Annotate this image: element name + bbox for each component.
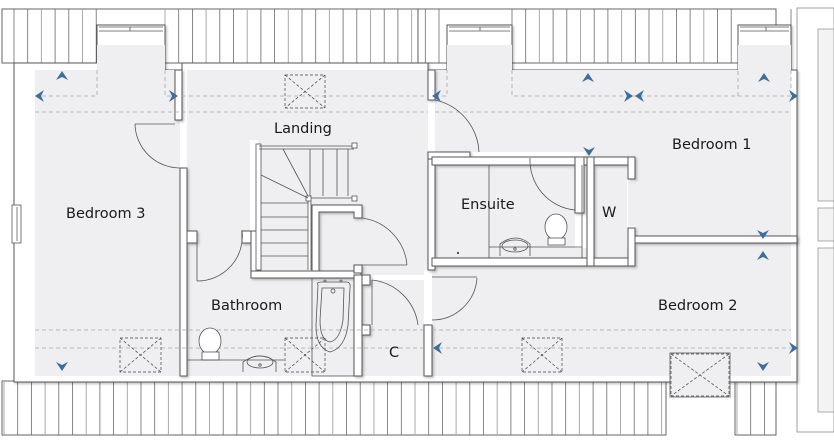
dimension-arrow-icon [757, 230, 769, 239]
dimension-arrow-icon [582, 73, 594, 82]
headroom-lines [35, 70, 792, 349]
skylights [119, 74, 731, 398]
dimension-arrow-icon [789, 90, 798, 102]
skylight-icon [284, 74, 326, 109]
windows [11, 26, 789, 244]
room-label-cupboard: C [389, 345, 399, 361]
dimension-arrow-icon [169, 90, 178, 102]
basin-icon [187, 355, 284, 372]
roof-bottom [1, 380, 777, 436]
dimension-arrows [35, 71, 798, 371]
room-label-bedroom-3: Bedroom 3 [66, 206, 145, 222]
skylight-icon [284, 337, 326, 373]
toilet-icon [198, 327, 222, 361]
dimension-arrow-icon [583, 147, 595, 156]
dimension-arrow-icon [789, 342, 798, 354]
skylight-icon [669, 352, 731, 398]
bath-icon [311, 277, 355, 377]
dimension-arrow-icon [758, 73, 770, 82]
neighbour-wall [796, 7, 834, 433]
stairs-icon [255, 142, 358, 271]
skylight-icon [521, 337, 563, 373]
skylight-icon [119, 337, 162, 373]
dimension-arrow-icon [35, 90, 44, 102]
room-label-bedroom-1: Bedroom 1 [672, 137, 751, 153]
internal-walls [174, 69, 798, 377]
room-label-bedroom-2: Bedroom 2 [658, 298, 737, 314]
doors [134, 99, 576, 326]
room-label-ensuite: Ensuite [461, 197, 515, 213]
room-label-wardrobe: W [602, 205, 616, 221]
room-labels: Bedroom 3 Landing Bedroom 1 Ensuite W Ba… [66, 121, 751, 361]
toilet-icon [544, 213, 568, 246]
dimension-arrow-icon [635, 90, 644, 102]
dimension-arrow-icon [624, 90, 633, 102]
dimension-arrow-icon [757, 362, 769, 371]
dimension-arrow-icon [433, 342, 442, 354]
dimension-arrow-icon [432, 90, 441, 102]
basin-icon [499, 237, 531, 256]
ensuite-fixtures [456, 165, 583, 258]
room-label-bathroom: Bathroom [211, 298, 282, 314]
dimension-arrow-icon [757, 251, 769, 260]
floor-areas [35, 45, 791, 376]
room-label-landing: Landing [274, 121, 332, 137]
dimension-arrow-icon [56, 71, 68, 80]
dimension-arrow-icon [56, 362, 68, 371]
